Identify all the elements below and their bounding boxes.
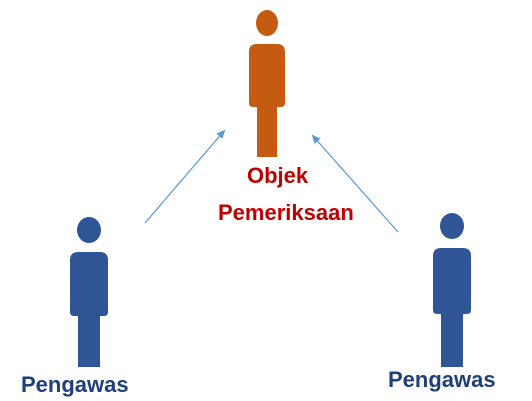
left-label: Pengawas <box>21 372 129 397</box>
center-person-figure <box>243 6 291 157</box>
right-person-figure <box>428 209 476 367</box>
center-label-line2: Pemeriksaan <box>218 200 354 225</box>
center-label-line1: Objek <box>247 163 309 188</box>
person-icon <box>70 217 108 367</box>
right-label: Pengawas <box>388 367 496 392</box>
person-icon <box>249 10 285 157</box>
person-icon <box>433 213 471 367</box>
left-person-figure <box>65 213 113 367</box>
arrow-right-to-center <box>311 134 399 233</box>
arrow-left-to-center <box>144 129 226 224</box>
